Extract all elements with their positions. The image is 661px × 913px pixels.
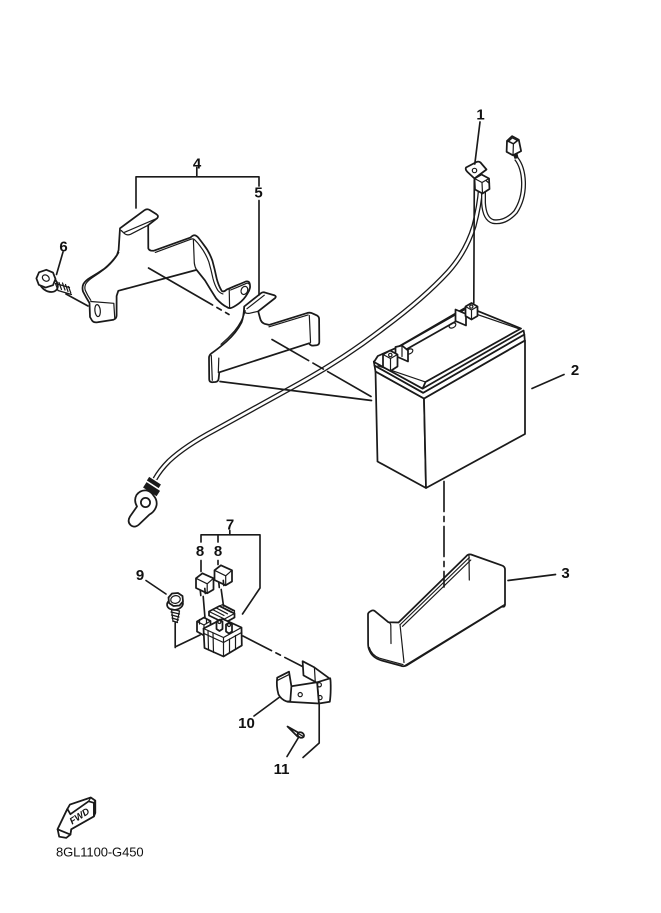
svg-text:3: 3 <box>561 565 569 582</box>
svg-text:10: 10 <box>238 715 255 732</box>
svg-text:8GL1100-G450: 8GL1100-G450 <box>56 845 143 860</box>
svg-text:8: 8 <box>214 543 222 560</box>
svg-text:2: 2 <box>571 362 579 379</box>
svg-text:8: 8 <box>196 543 204 560</box>
svg-text:6: 6 <box>59 239 67 256</box>
svg-text:11: 11 <box>274 761 290 778</box>
svg-text:1: 1 <box>476 107 484 124</box>
svg-text:9: 9 <box>136 567 144 584</box>
svg-text:4: 4 <box>193 156 202 173</box>
svg-text:5: 5 <box>254 185 262 202</box>
svg-text:7: 7 <box>226 517 234 534</box>
